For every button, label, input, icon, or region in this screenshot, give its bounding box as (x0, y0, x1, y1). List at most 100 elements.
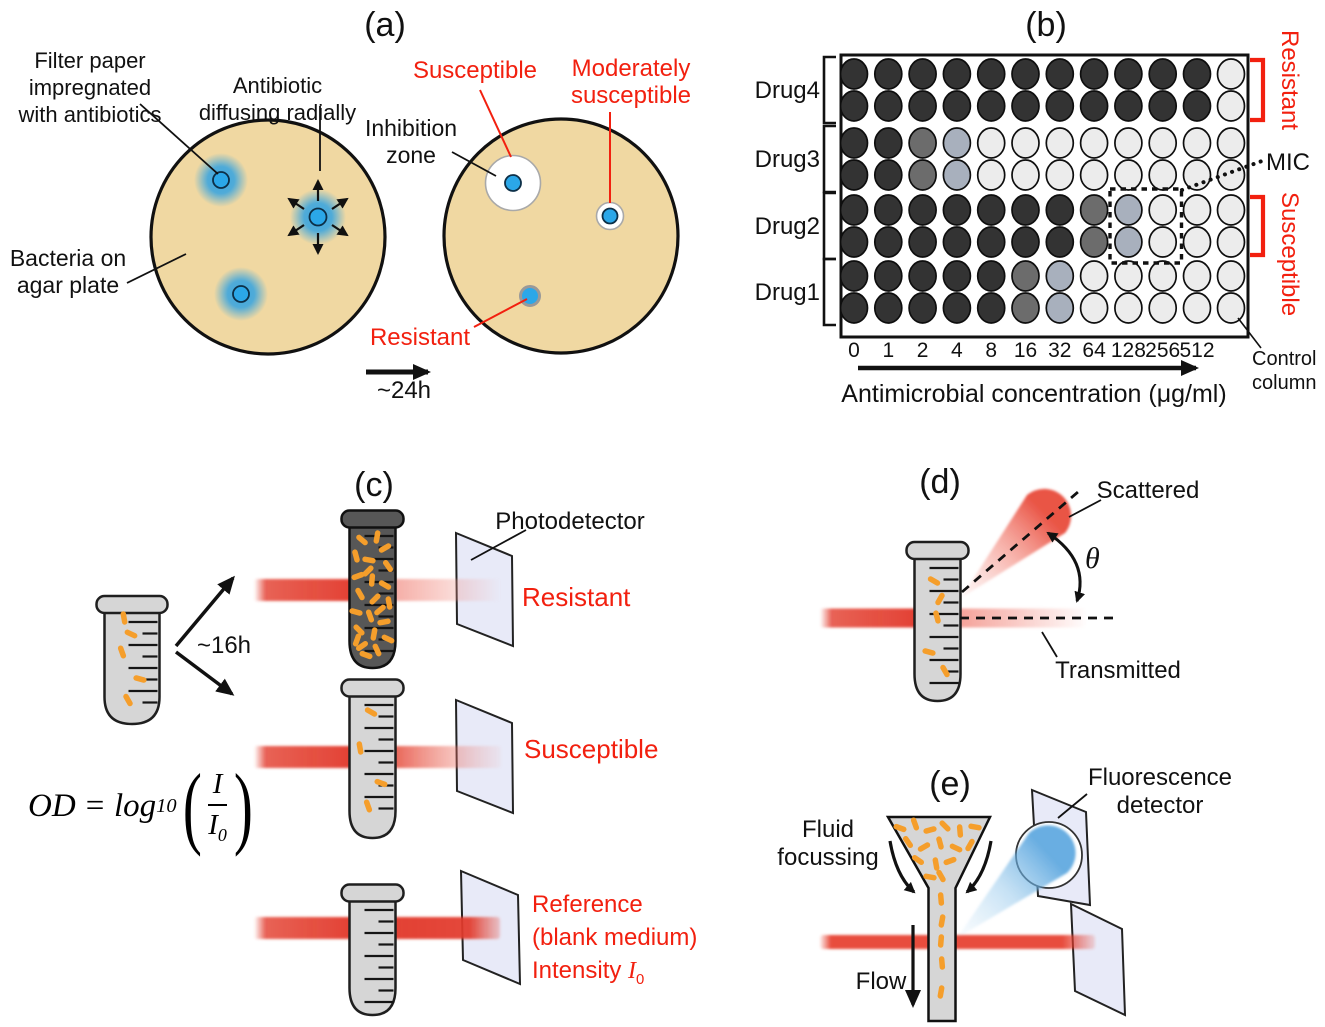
well-Drug3-128 (1114, 127, 1143, 159)
bacteria-d (922, 576, 950, 678)
bacterium (968, 823, 982, 831)
well-Drug1-256 (1148, 292, 1178, 324)
close-paren: ) (233, 755, 253, 858)
bacteria-agar-label: Bacteria on agar plate (9, 245, 127, 298)
laser-beams-d (820, 608, 1085, 628)
well-Drug3-8 (976, 127, 1006, 159)
bacterium (923, 873, 937, 881)
resistant-vertical-label: Resistant (1276, 30, 1303, 131)
well-Drug3-Control (1216, 127, 1246, 159)
concentration-axis-label: Antimicrobial concentration (μg/ml) (841, 380, 1227, 408)
well-Drug4-0 (839, 58, 869, 90)
filter-paper-label: Filter paper impregnated with antibiotic… (18, 48, 162, 127)
well-Drug4-64 (1079, 90, 1109, 122)
well-Drug1-4 (942, 292, 972, 324)
well-Drug1-16 (1011, 292, 1040, 324)
bacterium (352, 549, 360, 563)
bacterium (910, 817, 920, 831)
panel-d-title: (d) (919, 463, 961, 501)
agar-plate-after (442, 117, 680, 355)
leader-lines-a (126, 103, 497, 284)
well-Drug2-4 (942, 226, 972, 258)
bacterium (374, 604, 386, 616)
well-Drug1-0 (839, 260, 869, 292)
bacterium (120, 611, 128, 625)
red-leader-lines-a (473, 89, 611, 328)
concentration-tick-label: 64 (1082, 339, 1106, 362)
well-Drug2-128 (1114, 226, 1143, 258)
well-Drug3-0 (839, 159, 869, 191)
susceptible-bracket (1250, 194, 1266, 258)
resistant-disk (519, 285, 541, 307)
inoculum-tube (95, 594, 169, 726)
well-Drug4-512 (1182, 90, 1212, 122)
well-Drug4-4 (942, 90, 972, 122)
resistant-label-a: Resistant (369, 324, 471, 351)
bacterium (911, 854, 925, 866)
well-Drug3-32 (1045, 159, 1075, 191)
well-Drug1-4 (942, 260, 972, 292)
susceptible-vertical-label: Susceptible (1276, 192, 1303, 317)
panel-c-title: (c) (354, 466, 394, 504)
well-Drug3-2 (908, 127, 937, 159)
bacteria-c (117, 530, 395, 813)
mic-leader-dotted (1180, 159, 1264, 192)
bacterium (939, 820, 951, 832)
well-Drug2-16 (1011, 194, 1040, 226)
well-Drug2-64 (1079, 226, 1109, 258)
bacterium (927, 576, 941, 586)
well-Drug2-64 (1079, 194, 1109, 226)
susceptible-label-a: Susceptible (412, 57, 538, 84)
bacterium (364, 707, 378, 717)
well-Drug4-8 (976, 90, 1006, 122)
bacterium (378, 580, 392, 590)
well-Drug2-2 (908, 226, 937, 258)
well-Drug3-32 (1045, 127, 1075, 159)
open-paren: ( (182, 755, 202, 858)
well-Drug2-0 (839, 226, 869, 258)
fluorescence-leader (1057, 793, 1088, 819)
bacterium (356, 741, 364, 755)
theta-angle-arrow (1046, 531, 1086, 603)
bacterium (935, 592, 945, 606)
reference-tube (340, 883, 405, 1017)
bacterium (937, 934, 945, 948)
well-Drug3-2 (908, 159, 937, 191)
well-Drug3-0 (839, 127, 869, 159)
panel-e (820, 788, 1127, 1023)
inhibition-zone-label: Inhibition zone (364, 115, 458, 168)
bacterium (902, 835, 914, 849)
panel-c (95, 509, 527, 1017)
well-Drug4-64 (1079, 58, 1109, 90)
well-Drug4-0 (839, 90, 869, 122)
well-Drug4-1 (873, 90, 903, 122)
well-Drug1-Control (1216, 292, 1246, 324)
row-group-label-Drug1: Drug1 (755, 279, 820, 306)
well-Drug1-128 (1114, 292, 1143, 324)
well-Drug2-Control (1216, 226, 1246, 258)
panel-e-title: (e) (929, 765, 971, 803)
well-Drug2-256 (1148, 226, 1178, 258)
well-Drug4-4 (942, 58, 972, 90)
concentration-tick-label: 4 (951, 339, 963, 362)
flow-label: Flow (855, 968, 907, 995)
split-arrow-up (174, 575, 235, 648)
flow-funnel (885, 815, 992, 1023)
well-Drug2-16 (1011, 226, 1040, 258)
well-Drug4-Control (1216, 58, 1246, 90)
fluorescence-cone (957, 825, 1076, 938)
moderately-susceptible-label: Moderately susceptible (570, 55, 692, 109)
control-leader (1237, 317, 1262, 349)
mic-label: MIC (1266, 149, 1310, 176)
reference-label: Reference (blank medium) Intensity I0 (532, 891, 698, 988)
well-Drug4-2 (908, 58, 937, 90)
well-Drug2-2 (908, 194, 937, 226)
concentration-tick-label: 256 (1145, 339, 1180, 362)
concentration-tick-label: 8 (985, 339, 997, 362)
well-Drug4-8 (976, 58, 1006, 90)
well-Drug4-128 (1114, 58, 1143, 90)
well-Drug1-32 (1045, 260, 1075, 292)
well-Drug1-1 (873, 292, 903, 324)
well-Drug3-1 (873, 159, 903, 191)
